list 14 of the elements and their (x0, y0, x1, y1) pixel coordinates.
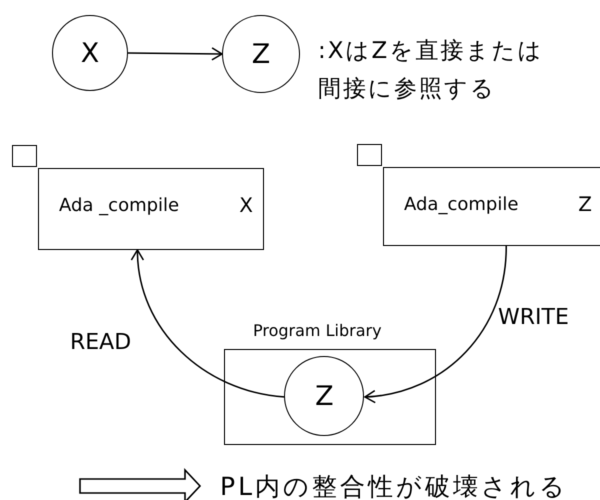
unit-name: X (239, 193, 253, 217)
arrow (128, 47, 223, 61)
block-arrow (79, 468, 202, 500)
arrow (364, 246, 507, 403)
circle-node: Z (222, 15, 300, 93)
unit-name: Z (578, 192, 592, 216)
arrow (131, 249, 286, 398)
circle-node: X (52, 15, 128, 91)
note-text: :XはZを直接または間接に参照する (318, 37, 544, 104)
result-text: PL内の整合性が破壊される (200, 470, 592, 500)
program-name: Ada _compile (59, 195, 180, 216)
program-name: Ada_compile (404, 194, 518, 215)
library-heading: Program Library (253, 321, 382, 340)
circle-node: Z (284, 356, 364, 436)
